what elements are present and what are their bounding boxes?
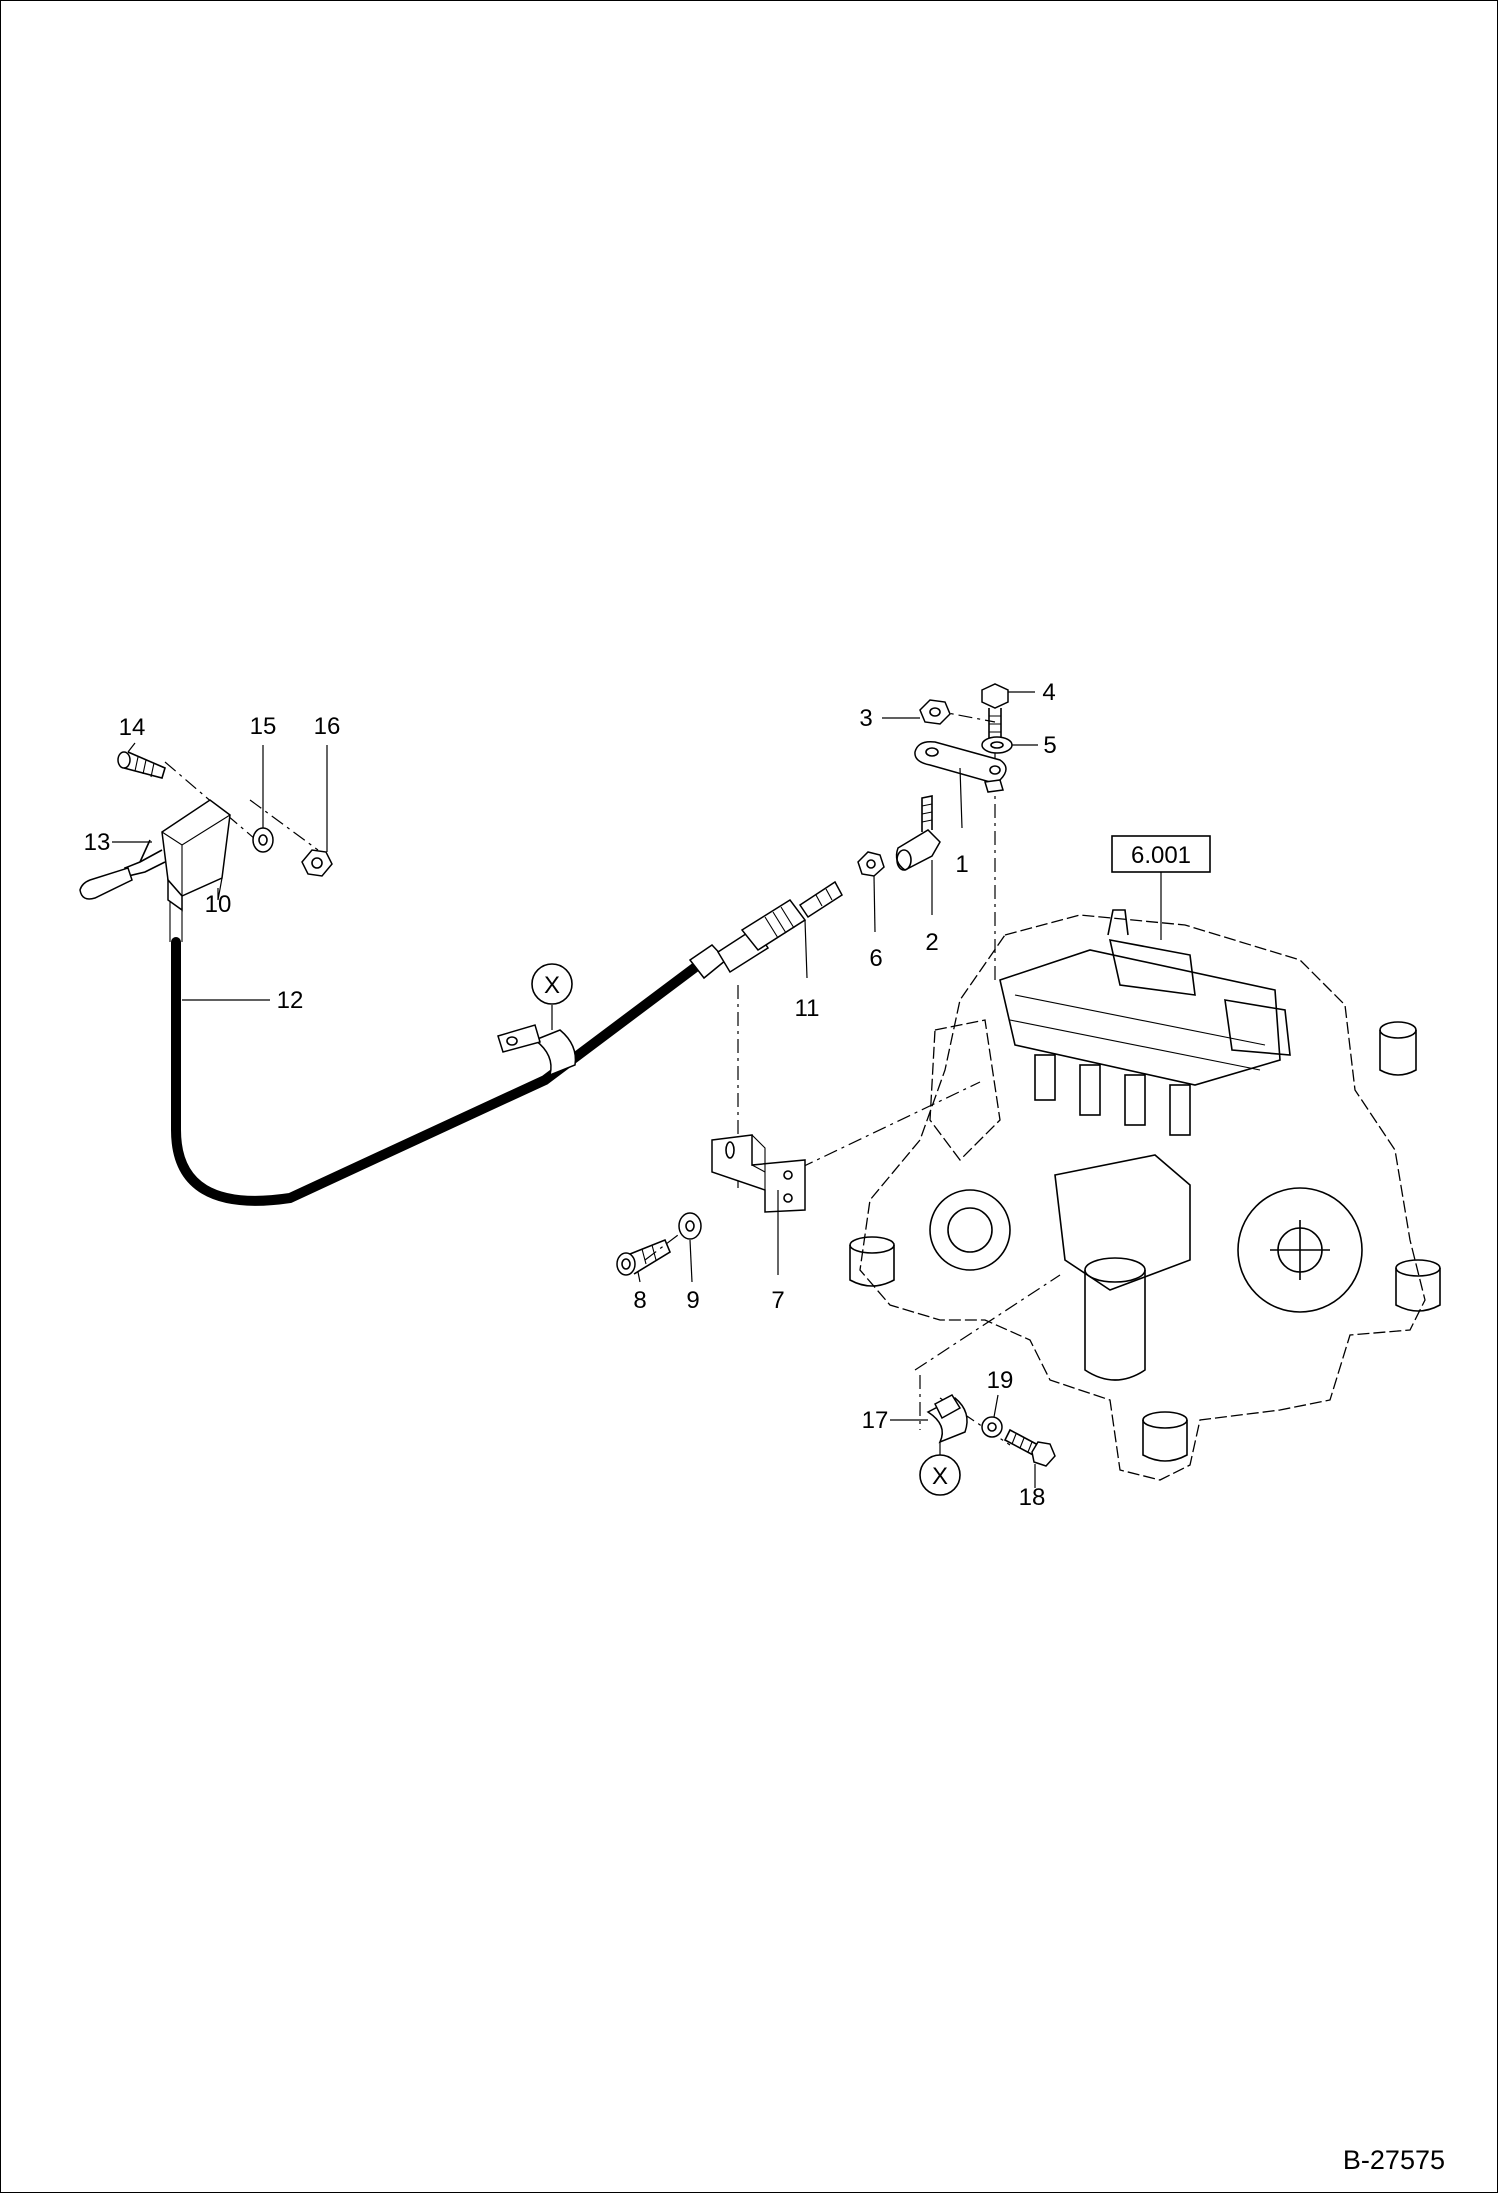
callout-9: 9 [686,1287,699,1314]
cable-clamp [497,1005,577,1077]
engine-assembly [849,909,1441,1481]
callout-2: 2 [925,929,938,956]
callout-4: 4 [1042,679,1055,706]
callout-6: 6 [869,945,882,972]
washer-5 [981,736,1013,754]
ball-joint-2 [895,795,941,871]
assembly-lines [164,709,1061,1446]
leader-lines [112,691,1038,1488]
washer-19 [981,1416,1003,1438]
cable-adjuster [688,880,843,980]
callout-15: 15 [250,713,277,740]
document-number: B-27575 [1343,2145,1445,2175]
callout-7: 7 [771,1287,784,1314]
callout-14: 14 [119,714,146,741]
bracket-7 [711,1134,806,1213]
nut-3 [919,699,951,725]
bolt-4 [981,683,1009,739]
reference-circle-x-bottom: X [919,1454,961,1496]
bolt-8 [616,1238,672,1276]
callout-3: 3 [859,705,872,732]
callout-13: 13 [84,829,111,856]
callout-5: 5 [1043,732,1056,759]
nut-16 [301,849,333,877]
callout-8: 8 [633,1287,646,1314]
control-head [79,799,231,912]
callout-18: 18 [1019,1484,1046,1511]
callout-19: 19 [987,1367,1014,1394]
bolt-18 [1003,1428,1056,1467]
callout-10: 10 [205,891,232,918]
washer-9 [678,1212,702,1240]
callout-11: 11 [795,995,820,1022]
nut-6 [857,851,885,877]
callout-labels: 1 2 3 4 5 6 7 8 9 10 11 12 13 14 15 16 1… [84,679,1057,1511]
svg-text:X: X [544,972,560,999]
callout-17: 17 [862,1407,889,1434]
lever-plate-1 [914,740,1007,793]
screw-14 [117,751,166,779]
callout-16: 16 [314,713,341,740]
clamp-17 [926,1394,968,1455]
reference-box-6001: 6.001 [1111,835,1211,940]
callout-12: 12 [277,987,304,1014]
svg-text:X: X [932,1463,948,1490]
washer-15 [252,827,274,853]
cable [171,937,710,1206]
reference-circle-x-top: X [531,963,573,1005]
svg-text:6.001: 6.001 [1131,842,1191,869]
callout-1: 1 [955,851,968,878]
